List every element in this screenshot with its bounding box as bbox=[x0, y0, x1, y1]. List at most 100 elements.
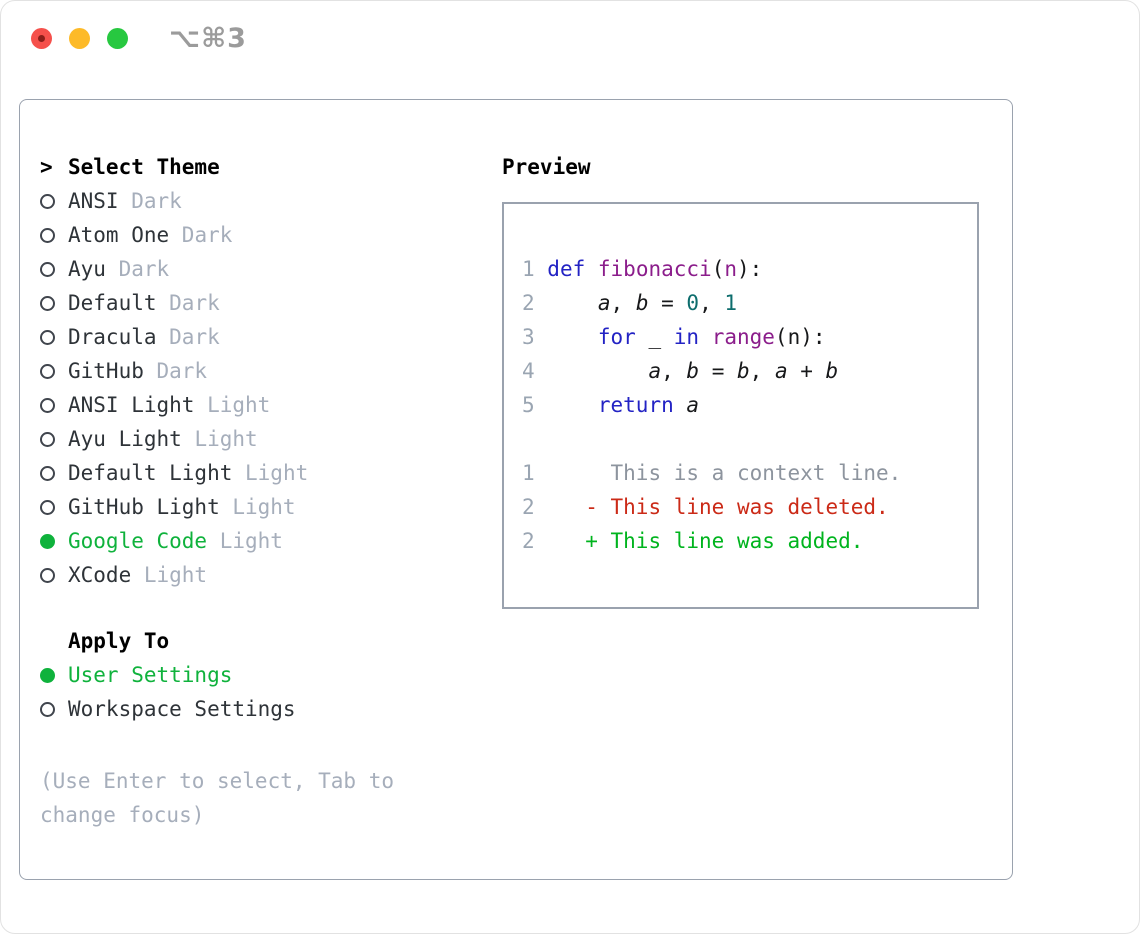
theme-item-label: ANSI Light bbox=[68, 393, 195, 417]
theme-item-xcode[interactable]: XCode Light bbox=[40, 558, 502, 592]
keyboard-shortcut-label: ⌥⌘3 bbox=[169, 23, 247, 54]
apply-option-workspace-settings[interactable]: Workspace Settings bbox=[40, 692, 502, 726]
line-number: 5 bbox=[522, 393, 548, 417]
radio-slot bbox=[40, 499, 68, 515]
radio-slot bbox=[40, 397, 68, 413]
theme-item-default[interactable]: Default Dark bbox=[40, 286, 502, 320]
token-pln bbox=[547, 359, 648, 383]
preview-title: Preview bbox=[502, 155, 591, 179]
radio-slot bbox=[40, 193, 68, 209]
radio-slot bbox=[40, 261, 68, 277]
radio-icon bbox=[40, 227, 55, 243]
token-lit: 1 bbox=[724, 291, 738, 315]
token-pln bbox=[547, 325, 598, 349]
theme-variant-label: Dark bbox=[156, 291, 220, 315]
token-var: a bbox=[774, 359, 788, 383]
token-kw: def bbox=[547, 257, 586, 281]
theme-item-ansi[interactable]: ANSI Dark bbox=[40, 184, 502, 218]
token-var: a bbox=[597, 291, 611, 315]
preview-code-line: 4 a, b = b, a + b bbox=[522, 354, 959, 388]
token-fn: n bbox=[724, 257, 737, 281]
radio-icon bbox=[40, 295, 55, 311]
token-pln: ): bbox=[737, 257, 763, 281]
theme-item-atom-one[interactable]: Atom One Dark bbox=[40, 218, 502, 252]
zoom-button[interactable] bbox=[107, 28, 128, 49]
theme-variant-label: Light bbox=[181, 427, 258, 451]
theme-item-ayu[interactable]: Ayu Dark bbox=[40, 252, 502, 286]
token-pln bbox=[699, 325, 712, 349]
token-pln: _ bbox=[635, 325, 674, 349]
theme-item-label: Default Light bbox=[68, 461, 233, 485]
token-var: a bbox=[648, 359, 662, 383]
token-kw: return bbox=[597, 393, 674, 417]
keyboard-hint: (Use Enter to select, Tab to change focu… bbox=[40, 769, 395, 827]
diff-text: - This line was deleted. bbox=[534, 495, 889, 519]
radio-slot bbox=[40, 701, 68, 717]
radio-slot bbox=[40, 295, 68, 311]
apply-option-label: User Settings bbox=[68, 663, 233, 687]
minimize-button[interactable] bbox=[69, 28, 90, 49]
preview-diff-line-context: 1 This is a context line. bbox=[522, 456, 959, 490]
apply-to-header-row: Apply To bbox=[40, 624, 502, 658]
theme-menu-title: Select Theme bbox=[68, 155, 220, 179]
token-pln: (n): bbox=[774, 325, 826, 349]
token-var: b bbox=[686, 359, 700, 383]
token-pln: = bbox=[648, 291, 687, 315]
line-number: 2 bbox=[522, 529, 535, 553]
theme-item-label: ANSI bbox=[68, 189, 119, 213]
theme-item-ayu-light[interactable]: Ayu Light Light bbox=[40, 422, 502, 456]
theme-item-github[interactable]: GitHub Dark bbox=[40, 354, 502, 388]
token-kw: in bbox=[673, 325, 700, 349]
token-pln bbox=[547, 291, 598, 315]
theme-variant-label: Dark bbox=[118, 189, 182, 213]
radio-icon bbox=[40, 397, 55, 413]
theme-item-github-light[interactable]: GitHub Light Light bbox=[40, 490, 502, 524]
radio-slot bbox=[40, 363, 68, 379]
token-pln: , bbox=[610, 291, 636, 315]
theme-variant-label: Light bbox=[207, 529, 283, 553]
token-pln: = bbox=[699, 359, 737, 383]
radio-icon bbox=[40, 431, 55, 447]
theme-variant-label: Light bbox=[232, 461, 309, 485]
theme-item-google-code[interactable]: Google Code Light bbox=[40, 524, 502, 558]
theme-item-label: GitHub Light bbox=[68, 495, 220, 519]
token-kw: for bbox=[597, 325, 636, 349]
radio-slot bbox=[40, 431, 68, 447]
theme-variant-label: Dark bbox=[169, 223, 233, 247]
token-var: b bbox=[635, 291, 649, 315]
close-button[interactable] bbox=[31, 28, 52, 49]
apply-option-user-settings[interactable]: User Settings bbox=[40, 658, 502, 692]
theme-item-ansi-light[interactable]: ANSI Light Light bbox=[40, 388, 502, 422]
radio-slot bbox=[40, 533, 68, 549]
radio-icon bbox=[40, 465, 55, 481]
radio-slot bbox=[40, 465, 68, 481]
theme-variant-label: Light bbox=[194, 393, 271, 417]
theme-menu-header-row: > Select Theme bbox=[40, 150, 502, 184]
token-pln: ( bbox=[711, 257, 725, 281]
radio-slot bbox=[40, 329, 68, 345]
theme-item-label: Default bbox=[68, 291, 157, 315]
token-pln bbox=[585, 257, 598, 281]
titlebar: ⌥⌘3 bbox=[1, 1, 1139, 99]
preview-diff-line-deleted: 2 - This line was deleted. bbox=[522, 490, 959, 524]
theme-variant-label: Light bbox=[219, 495, 296, 519]
theme-variant-label: Dark bbox=[105, 257, 170, 281]
token-pln: , bbox=[749, 359, 775, 383]
token-pln: , bbox=[661, 359, 687, 383]
radio-slot bbox=[40, 667, 68, 683]
radio-icon bbox=[40, 567, 55, 583]
diff-text: This is a context line. bbox=[534, 461, 902, 485]
preview-code-line: 1 def fibonacci(n): bbox=[522, 252, 959, 286]
token-pln: , bbox=[699, 291, 725, 315]
preview-code-line: 2 a, b = 0, 1 bbox=[522, 286, 959, 320]
cursor-icon: > bbox=[40, 155, 53, 179]
theme-item-default-light[interactable]: Default Light Light bbox=[40, 456, 502, 490]
token-pln bbox=[674, 393, 687, 417]
preview-diff-line-added: 2 + This line was added. bbox=[522, 524, 959, 558]
theme-item-dracula[interactable]: Dracula Dark bbox=[40, 320, 502, 354]
